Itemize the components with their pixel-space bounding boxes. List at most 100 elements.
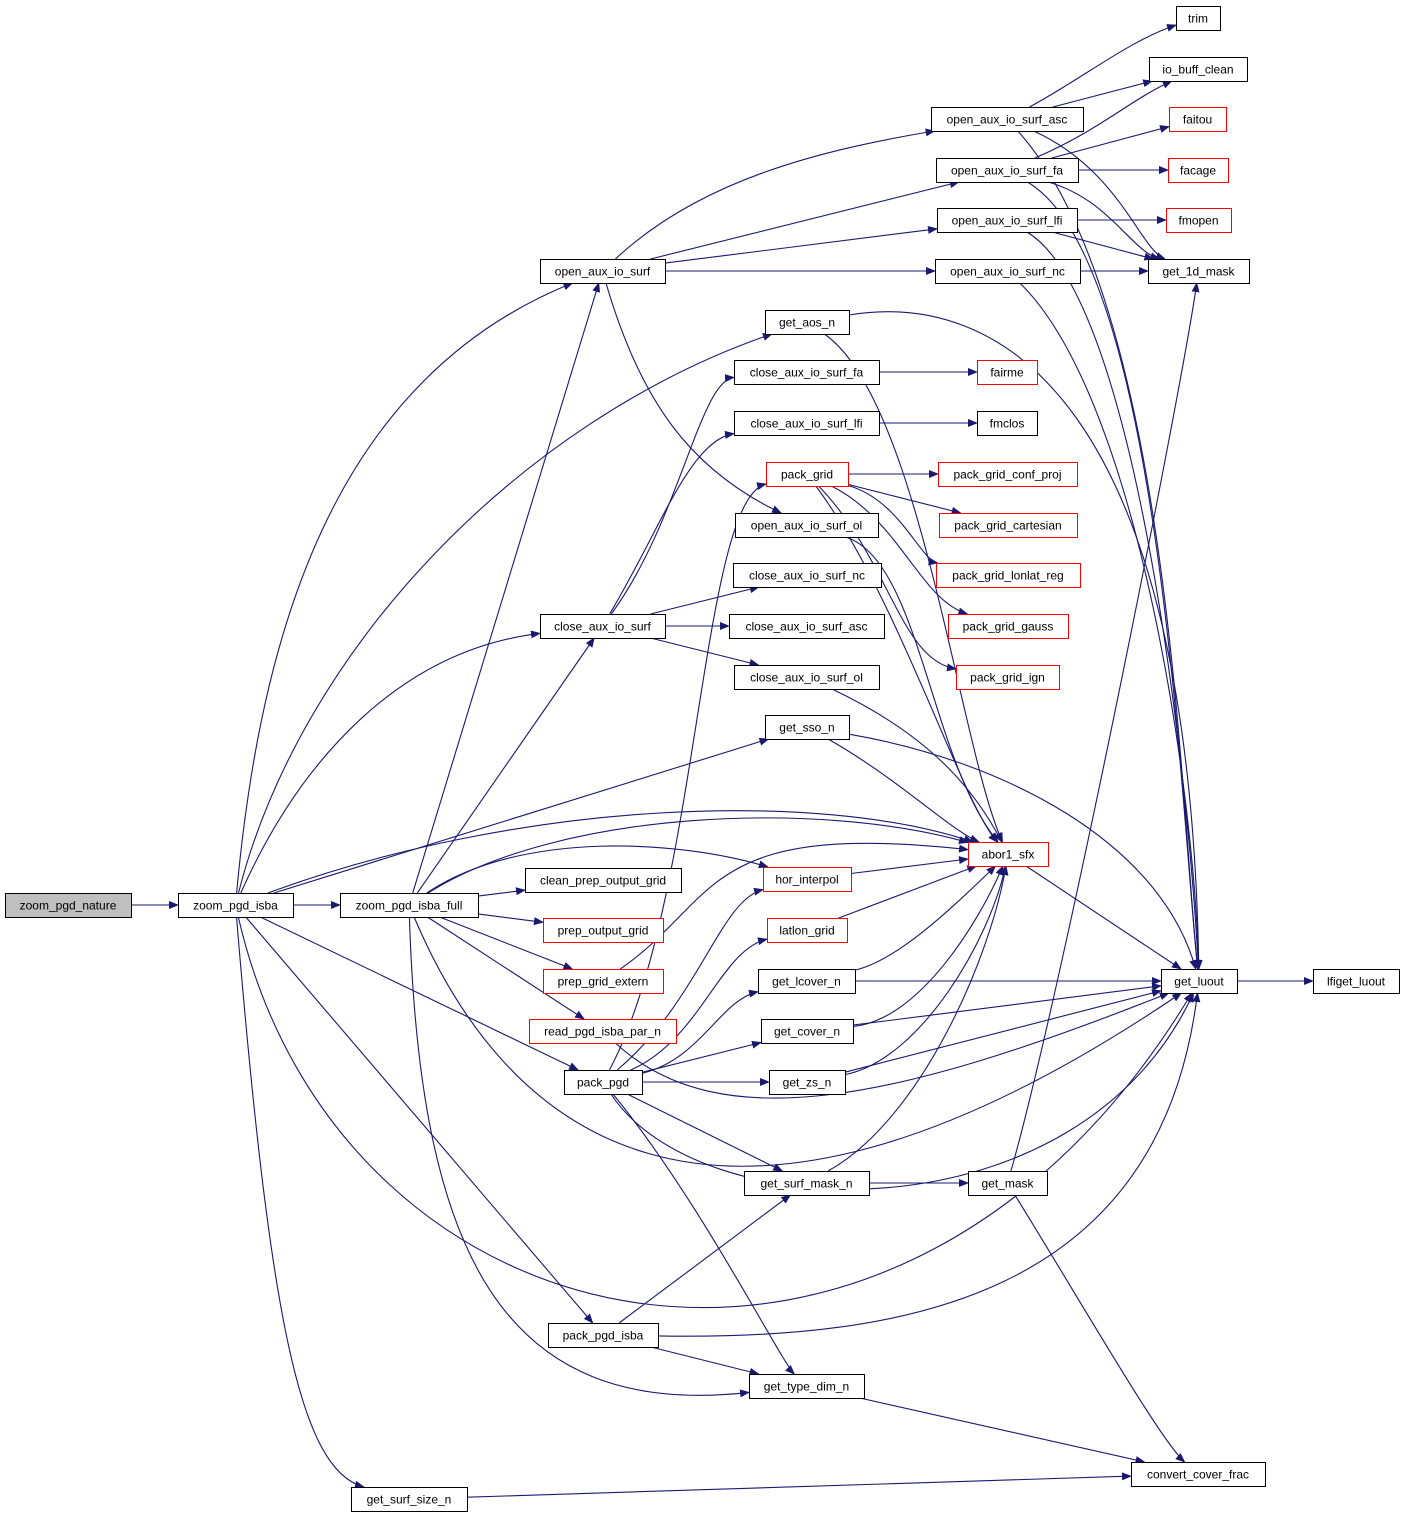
edge-close_aux_io_surf-to-close_aux_io_surf_ol: [650, 637, 760, 667]
node-prep_grid_extern[interactable]: prep_grid_extern: [543, 969, 664, 994]
edge-open_aux_io_surf_asc-to-trim: [1029, 24, 1177, 108]
node-get_lcover_n[interactable]: get_lcover_n: [758, 969, 856, 994]
node-get_luout[interactable]: get_luout: [1161, 969, 1238, 994]
node-label-close_aux_io_surf_fa: close_aux_io_surf_fa: [750, 366, 864, 380]
node-close_aux_io_surf[interactable]: close_aux_io_surf: [540, 614, 666, 639]
node-close_aux_io_surf_fa[interactable]: close_aux_io_surf_fa: [734, 360, 880, 385]
node-label-get_lcover_n: get_lcover_n: [772, 975, 841, 989]
node-box-close_aux_io_surf_ol: [734, 665, 880, 690]
node-fairme[interactable]: fairme: [977, 360, 1038, 385]
node-lfiget_luout[interactable]: lfiget_luout: [1313, 969, 1400, 994]
node-open_aux_io_surf_lfi[interactable]: open_aux_io_surf_lfi: [937, 208, 1078, 233]
edge-zoom_pgd_isba-to-get_sso_n: [273, 737, 770, 894]
node-io_buff_clean[interactable]: io_buff_clean: [1149, 57, 1248, 82]
node-latlon_grid[interactable]: latlon_grid: [767, 918, 848, 943]
edge-zoom_pgd_isba-to-pack_pgd: [260, 916, 580, 1071]
edge-get_sso_n-to-abor1_sfx: [827, 738, 980, 843]
node-pack_grid_lonlat_reg[interactable]: pack_grid_lonlat_reg: [936, 563, 1081, 588]
edge-pack_pgd-to-get_lcover_n: [641, 989, 759, 1074]
edge-zoom_pgd_isba_full-to-read_pgd_isba_par_n: [427, 916, 585, 1020]
node-faitou[interactable]: faitou: [1169, 107, 1227, 132]
node-trim[interactable]: trim: [1176, 6, 1221, 31]
edge-get_mask-to-convert_cover_frac: [1014, 1194, 1186, 1463]
node-box-fmclos: [977, 411, 1038, 436]
node-label-abor1_sfx: abor1_sfx: [982, 848, 1035, 862]
edge-latlon_grid-to-abor1_sfx: [838, 865, 978, 919]
node-box-get_surf_mask_n: [744, 1171, 870, 1196]
node-get_sso_n[interactable]: get_sso_n: [765, 715, 850, 740]
node-zoom_pgd_isba[interactable]: zoom_pgd_isba: [178, 893, 294, 918]
node-label-faitou: faitou: [1183, 113, 1212, 127]
node-pack_grid_ign[interactable]: pack_grid_ign: [956, 665, 1060, 690]
node-open_aux_io_surf[interactable]: open_aux_io_surf: [540, 259, 666, 284]
edge-pack_pgd_isba-to-get_surf_mask_n: [618, 1194, 792, 1324]
node-box-close_aux_io_surf: [540, 614, 666, 639]
node-fmopen[interactable]: fmopen: [1166, 208, 1232, 233]
node-open_aux_io_surf_ol[interactable]: open_aux_io_surf_ol: [735, 513, 879, 538]
node-box-prep_output_grid: [543, 918, 664, 943]
node-get_mask[interactable]: get_mask: [968, 1171, 1048, 1196]
node-label-hor_interpol: hor_interpol: [775, 873, 838, 887]
node-label-convert_cover_frac: convert_cover_frac: [1147, 1468, 1249, 1482]
node-close_aux_io_surf_lfi[interactable]: close_aux_io_surf_lfi: [734, 411, 880, 436]
node-read_pgd_isba_par_n[interactable]: read_pgd_isba_par_n: [529, 1019, 677, 1044]
node-hor_interpol[interactable]: hor_interpol: [763, 867, 852, 892]
edge-pack_pgd-to-get_surf_mask_n: [626, 1093, 784, 1172]
edge-zoom_pgd_isba_full-to-prep_grid_extern: [439, 916, 574, 970]
node-pack_grid_gauss[interactable]: pack_grid_gauss: [948, 614, 1069, 639]
node-get_cover_n[interactable]: get_cover_n: [761, 1019, 854, 1044]
node-label-close_aux_io_surf_ol: close_aux_io_surf_ol: [750, 671, 863, 685]
node-zoom_pgd_isba_full[interactable]: zoom_pgd_isba_full: [340, 893, 479, 918]
node-pack_pgd[interactable]: pack_pgd: [564, 1070, 643, 1095]
node-get_1d_mask[interactable]: get_1d_mask: [1148, 259, 1250, 284]
edge-zoom_pgd_isba_full-to-get_type_dim_n: [408, 916, 750, 1398]
node-pack_grid_cartesian[interactable]: pack_grid_cartesian: [939, 513, 1078, 538]
node-label-fairme: fairme: [990, 366, 1024, 380]
node-box-abor1_sfx: [968, 842, 1049, 867]
node-label-pack_grid_cartesian: pack_grid_cartesian: [954, 519, 1061, 533]
node-label-pack_grid_gauss: pack_grid_gauss: [963, 620, 1054, 634]
node-fmclos[interactable]: fmclos: [977, 411, 1038, 436]
node-label-get_type_dim_n: get_type_dim_n: [764, 1380, 849, 1394]
node-get_surf_mask_n[interactable]: get_surf_mask_n: [744, 1171, 870, 1196]
node-prep_output_grid[interactable]: prep_output_grid: [543, 918, 664, 943]
node-close_aux_io_surf_asc[interactable]: close_aux_io_surf_asc: [729, 614, 885, 639]
node-get_type_dim_n[interactable]: get_type_dim_n: [749, 1374, 865, 1399]
node-box-get_luout: [1161, 969, 1238, 994]
edge-zoom_pgd_isba_full-to-open_aux_io_surf: [412, 282, 600, 894]
node-open_aux_io_surf_fa[interactable]: open_aux_io_surf_fa: [936, 158, 1079, 183]
node-clean_prep_output_grid[interactable]: clean_prep_output_grid: [525, 868, 682, 893]
node-pack_grid[interactable]: pack_grid: [766, 462, 849, 487]
edge-pack_grid-to-pack_grid_cartesian: [847, 483, 962, 515]
node-open_aux_io_surf_nc[interactable]: open_aux_io_surf_nc: [935, 259, 1081, 284]
edge-zoom_pgd_isba_full-to-prep_output_grid: [477, 913, 544, 926]
node-box-facage: [1168, 158, 1229, 183]
edge-open_aux_io_surf_fa-to-get_luout: [1027, 181, 1201, 970]
node-open_aux_io_surf_asc[interactable]: open_aux_io_surf_asc: [931, 107, 1084, 132]
node-abor1_sfx[interactable]: abor1_sfx: [968, 842, 1049, 867]
node-box-open_aux_io_surf_lfi: [937, 208, 1078, 233]
node-label-clean_prep_output_grid: clean_prep_output_grid: [540, 874, 666, 888]
node-box-faitou: [1169, 107, 1227, 132]
node-label-open_aux_io_surf_nc: open_aux_io_surf_nc: [950, 265, 1065, 279]
node-box-close_aux_io_surf_fa: [734, 360, 880, 385]
node-label-lfiget_luout: lfiget_luout: [1327, 975, 1386, 989]
node-pack_grid_conf_proj[interactable]: pack_grid_conf_proj: [938, 462, 1078, 487]
node-get_aos_n[interactable]: get_aos_n: [765, 310, 850, 335]
node-convert_cover_frac[interactable]: convert_cover_frac: [1131, 1462, 1266, 1487]
node-zoom_pgd_nature[interactable]: zoom_pgd_nature: [5, 893, 132, 918]
node-get_zs_n[interactable]: get_zs_n: [769, 1070, 846, 1095]
edge-abor1_sfx-to-get_luout: [1025, 865, 1182, 970]
node-box-close_aux_io_surf_asc: [729, 614, 885, 639]
node-get_surf_size_n[interactable]: get_surf_size_n: [351, 1487, 468, 1512]
node-label-get_mask: get_mask: [981, 1177, 1034, 1191]
node-facage[interactable]: facage: [1168, 158, 1229, 183]
node-close_aux_io_surf_ol[interactable]: close_aux_io_surf_ol: [734, 665, 880, 690]
node-label-open_aux_io_surf_lfi: open_aux_io_surf_lfi: [952, 214, 1063, 228]
node-label-facage: facage: [1180, 164, 1216, 178]
edge-pack_grid-to-pack_grid_gauss: [831, 485, 969, 616]
node-box-get_zs_n: [769, 1070, 846, 1095]
node-close_aux_io_surf_nc[interactable]: close_aux_io_surf_nc: [733, 563, 882, 588]
node-pack_pgd_isba[interactable]: pack_pgd_isba: [548, 1323, 659, 1348]
edge-open_aux_io_surf_fa-to-faitou: [1051, 125, 1170, 159]
